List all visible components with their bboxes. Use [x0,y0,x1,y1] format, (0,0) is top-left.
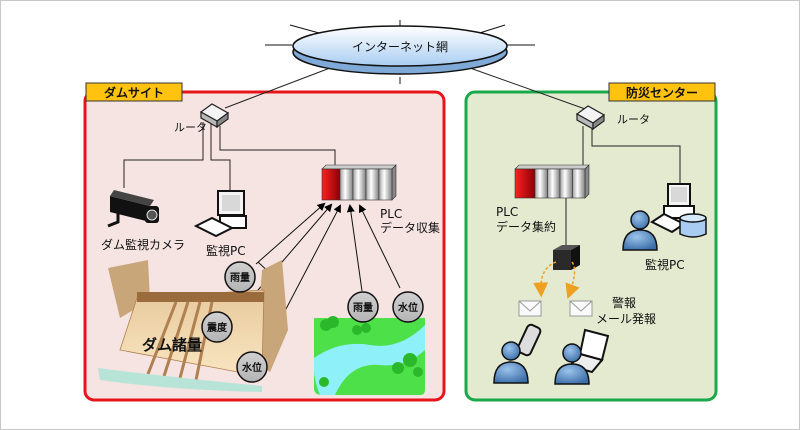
user-icon [622,210,658,251]
dam-plc-label-2: データ収集 [380,220,440,235]
link-internet-center-router [469,67,589,111]
arrow-river-water [359,204,401,289]
sensor-label: 雨量 [230,271,250,284]
disaster-center-title-bg [608,82,716,102]
dam-label: ダム諸量 [142,336,202,354]
arrow-dam-rain [255,202,326,265]
disaster-center-title: 防災センター [626,85,698,100]
center-router-label: ルータ [617,113,650,126]
mobile-user [493,323,542,384]
link-router-camera [123,122,204,188]
dam-router: ルータ [174,103,230,134]
sensor-label: 水位 [397,301,418,314]
laptop-user [554,328,610,385]
sensor-circle: 震度 [201,311,233,343]
center-monitor-pc: 監視PC [622,183,707,272]
dam-plc-label-1: PLC [380,207,402,221]
sensor-label: 雨量 [353,301,373,314]
dam-router-label: ルータ [174,121,207,134]
dam-pc-label: 監視PC [206,243,246,258]
security-camera-icon [107,190,159,228]
database-icon [679,213,707,238]
alert-label-2: メール発報 [596,312,656,326]
sensor-circle: 雨量 [347,291,379,323]
center-pc-label: 監視PC [645,257,685,272]
mail-arrow-laptop [565,261,580,300]
mail-gateway [553,245,580,270]
dam-plc: PLC データ収集 [321,164,440,235]
router-icon [199,103,230,129]
mail-arrow-phone [533,261,557,298]
user-icon [554,343,590,385]
plc-icon [321,164,397,201]
envelope-icon [569,300,593,317]
center-router: ルータ [575,105,650,131]
gateway-device-icon [553,245,580,270]
internet-cloud: インターネット網 [265,20,535,84]
center-plc: PLC データ集約 [496,164,590,234]
link-router-plc [219,126,336,166]
camera-label: ダム監視カメラ [101,237,185,252]
dam-monitor-pc: 監視PC [193,190,247,258]
link-center-router-pc [591,128,681,185]
computer-icon [193,190,247,238]
link-internet-dam-router [224,67,331,109]
dam-camera: ダム監視カメラ [101,190,185,252]
internet-label: インターネット網 [352,40,448,54]
plc-icon [514,164,590,199]
alert-label-1: 警報 [612,295,636,310]
center-plc-label-1: PLC [496,205,518,219]
dam-site-title-bg [85,82,183,102]
dam-illustration: ダム諸量 [98,260,288,392]
sensor-circle: 雨量 [224,261,256,293]
sensor-label: 震度 [207,321,228,334]
mail-arrows [533,261,580,300]
dam-site-title: ダムサイト [104,85,164,100]
sensor-label: 水位 [241,361,262,374]
arrow-river-rain [346,204,363,292]
sensor-circle: 水位 [392,291,424,323]
sensor-circle: 水位 [236,351,268,383]
router-icon [575,105,606,131]
network-links [123,67,681,250]
river-illustration [314,316,425,395]
envelope-icon [518,300,542,317]
link-router-pc [210,124,231,190]
user-icon [493,341,529,384]
mobile-phone-icon [516,323,542,357]
center-plc-label-2: データ集約 [496,219,556,234]
